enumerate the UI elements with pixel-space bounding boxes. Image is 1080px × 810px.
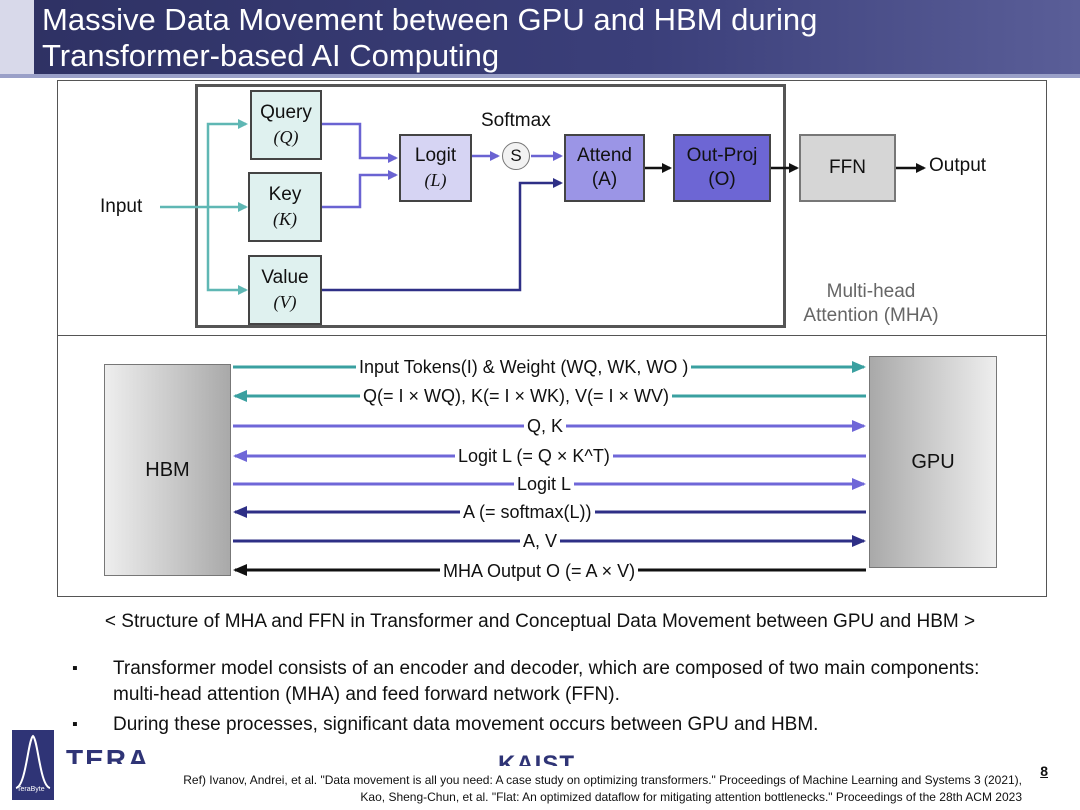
title-accent (0, 0, 34, 74)
page-number: 8 (1040, 763, 1048, 779)
hbm-block: HBM (104, 364, 231, 576)
terabyte-logo-caption: TeraByte (17, 786, 45, 793)
transfer-label-6: A (= softmax(L)) (460, 501, 595, 523)
value-symbol: (V) (273, 292, 297, 312)
value-box: Value (V) (248, 255, 322, 325)
title-bar (0, 0, 1080, 74)
value-name: Value (261, 267, 309, 288)
reference-line-1: Ref) Ivanov, Andrei, et al. "Data moveme… (183, 773, 1022, 787)
transfer-label-8: MHA Output O (= A × V) (440, 560, 639, 582)
output-label: Output (929, 155, 987, 176)
slide-title: Massive Data Movement between GPU and HB… (42, 2, 817, 74)
transfer-label-5: Logit L (514, 473, 575, 495)
figure-caption: < Structure of MHA and FFN in Transforme… (104, 611, 976, 632)
reference-line-2: Kao, Sheng-Chun, et al. "Flat: An optimi… (360, 790, 1022, 804)
transfer-label-2: Q(= I × WQ), K(= I × WK), V(= I × WV) (360, 385, 673, 407)
references: Ref) Ivanov, Andrei, et al. "Data moveme… (183, 772, 1022, 806)
slide-title-line1: Massive Data Movement between GPU and HB… (42, 2, 818, 37)
transfer-label-1: Input Tokens(I) & Weight (WQ, WK, WO ) (356, 356, 692, 378)
mha-label: Multi-head Attention (MHA) (790, 280, 952, 328)
mha-label-line2: Attention (MHA) (803, 305, 939, 326)
key-name: Key (268, 184, 302, 205)
outproj-name: Out-Proj (686, 145, 758, 166)
tera-logo-text: TERA (66, 746, 151, 764)
slide-title-line2: Transformer-based AI Computing (42, 38, 500, 73)
attend-box: Attend (A) (564, 134, 645, 202)
input-label: Input (100, 196, 143, 217)
kaist-logo-text: KAIST (498, 752, 575, 766)
attend-symbol: (A) (591, 169, 618, 190)
transfer-label-4: Logit L (= Q × K^T) (455, 445, 613, 467)
bullet-list: Transformer model consists of an encoder… (70, 656, 1030, 742)
mha-label-line1: Multi-head (826, 281, 916, 302)
attend-name: Attend (577, 145, 632, 166)
bullet-item-2: During these processes, significant data… (70, 712, 1030, 738)
outproj-box: Out-Proj (O) (673, 134, 771, 202)
key-symbol: (K) (273, 209, 297, 229)
bullet-item-1: Transformer model consists of an encoder… (70, 656, 1030, 708)
key-box: Key (K) (248, 172, 322, 242)
transfer-label-7: A, V (520, 530, 561, 552)
softmax-node: S (502, 142, 530, 170)
gpu-block: GPU (869, 356, 997, 568)
query-name: Query (260, 102, 312, 123)
softmax-label: Softmax (481, 110, 551, 131)
transfer-label-3: Q, K (524, 415, 567, 437)
query-symbol: (Q) (273, 127, 299, 147)
terabyte-logo-mark (12, 730, 54, 800)
query-box: Query (Q) (250, 90, 322, 160)
ffn-box: FFN (799, 134, 896, 202)
logit-name: Logit (414, 145, 457, 166)
title-rule (0, 74, 1080, 78)
logit-box: Logit (L) (399, 134, 472, 202)
outproj-symbol: (O) (708, 169, 736, 190)
logit-symbol: (L) (424, 170, 447, 190)
